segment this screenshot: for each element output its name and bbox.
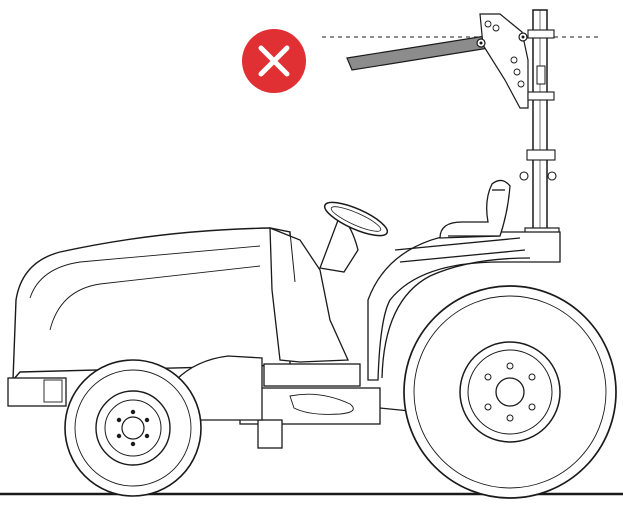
steering-wheel (323, 201, 389, 237)
front-wheel (64, 359, 202, 497)
rear-fender (367, 231, 561, 381)
rops-folding-arm (346, 13, 529, 109)
hood (12, 227, 291, 382)
red-circle-x-icon (242, 29, 306, 93)
rops-post (519, 9, 560, 257)
dashboard (269, 213, 359, 363)
rear-wheel (403, 285, 617, 499)
chassis-frame (7, 355, 421, 449)
operator-seat (439, 179, 511, 239)
